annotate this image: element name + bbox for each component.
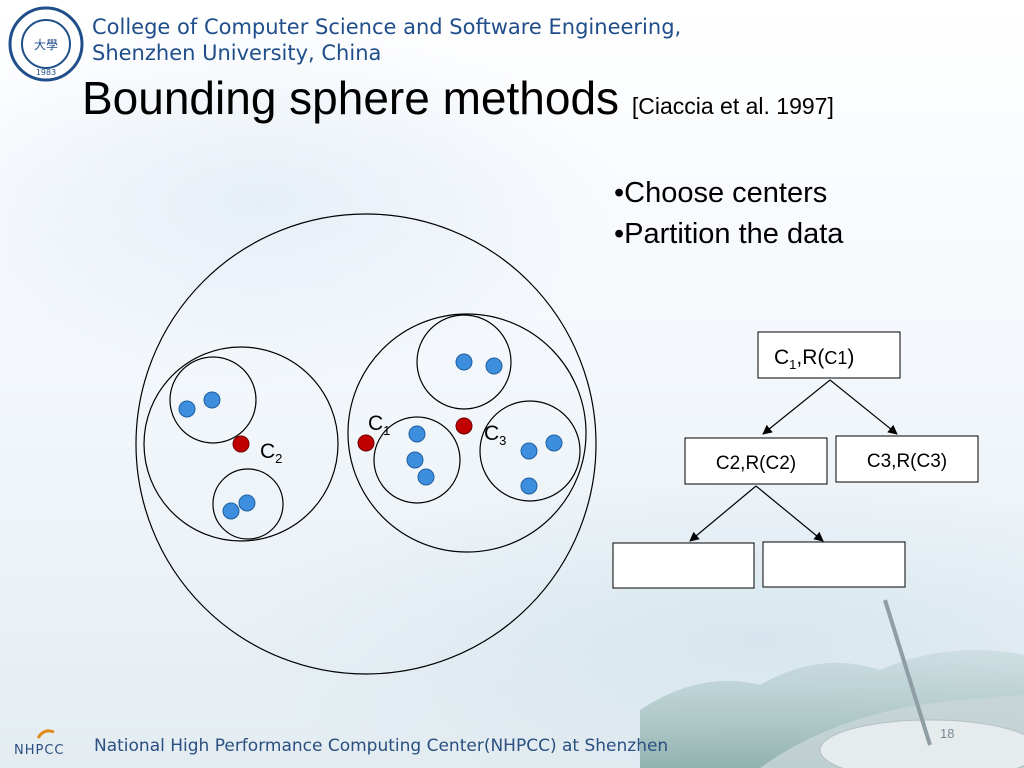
data-point (417, 468, 435, 486)
sphere-c1 (347, 313, 587, 553)
bullet-list: •Choose centers •Partition the data (614, 173, 843, 255)
college-line-2: Shenzhen University, China (92, 41, 382, 65)
tree-node-root (757, 331, 901, 379)
sub-sphere (373, 416, 461, 504)
sub-sphere (416, 314, 512, 410)
center-point-c3 (455, 417, 473, 435)
university-seal-logo: 大學 1983 (8, 6, 84, 82)
center-point-c2 (232, 435, 250, 453)
tree-node-c2-label: C2,R(C2) (716, 453, 796, 474)
sub-sphere (212, 468, 284, 540)
footer: NHPCC National High Performance Computin… (0, 722, 1024, 768)
college-name: College of Computer Science and Software… (92, 14, 681, 66)
seal-year-text: 1983 (36, 68, 56, 77)
tree-node-c2 (684, 437, 828, 485)
campus-scenery-image (640, 599, 1024, 768)
data-point (545, 434, 563, 452)
nhpcc-logo: NHPCC (14, 729, 65, 758)
outer-sphere (135, 213, 597, 675)
title-citation: [Ciaccia et al. 1997] (631, 93, 834, 119)
tree-node-c3 (835, 435, 979, 483)
tree-edge (829, 379, 898, 435)
nhpcc-logo-text: NHPCC (14, 743, 65, 758)
seal-center-text: 大學 (34, 38, 58, 52)
label-c2: C2 (260, 440, 282, 466)
college-line-1: College of Computer Science and Software… (92, 15, 682, 39)
data-point (222, 502, 240, 520)
tree-node-root-label: C1,R(C1) (774, 346, 854, 372)
bullet-item: •Choose centers (614, 177, 828, 209)
header: 大學 1983 College of Computer Science and … (0, 0, 1024, 82)
data-point (455, 353, 473, 371)
data-point (520, 442, 538, 460)
tree-node-c3-label: C3,R(C3) (867, 451, 947, 472)
data-point (520, 477, 538, 495)
footer-text: National High Performance Computing Cent… (94, 736, 669, 756)
sphere-c2 (143, 346, 339, 542)
data-point (408, 425, 426, 443)
tree-edge (762, 379, 831, 435)
bullet-item: •Partition the data (614, 218, 844, 250)
tree-edge (755, 485, 824, 542)
data-point (203, 391, 221, 409)
label-c1: C1 (368, 412, 390, 438)
slide-title: Bounding sphere methods [Ciaccia et al. … (82, 70, 834, 134)
data-point (238, 494, 256, 512)
sub-sphere (169, 356, 257, 444)
tree-node-leaf-empty (762, 541, 906, 588)
data-point (406, 451, 424, 469)
tree-edge (689, 485, 757, 542)
center-point-c1 (357, 434, 375, 452)
data-point (178, 400, 196, 418)
page-number: 18 (940, 726, 955, 741)
tree-node-leaf-empty (612, 542, 755, 589)
label-c3: C3 (484, 422, 506, 448)
title-text: Bounding sphere methods (82, 72, 620, 124)
data-point (485, 357, 503, 375)
sub-sphere (479, 400, 581, 502)
